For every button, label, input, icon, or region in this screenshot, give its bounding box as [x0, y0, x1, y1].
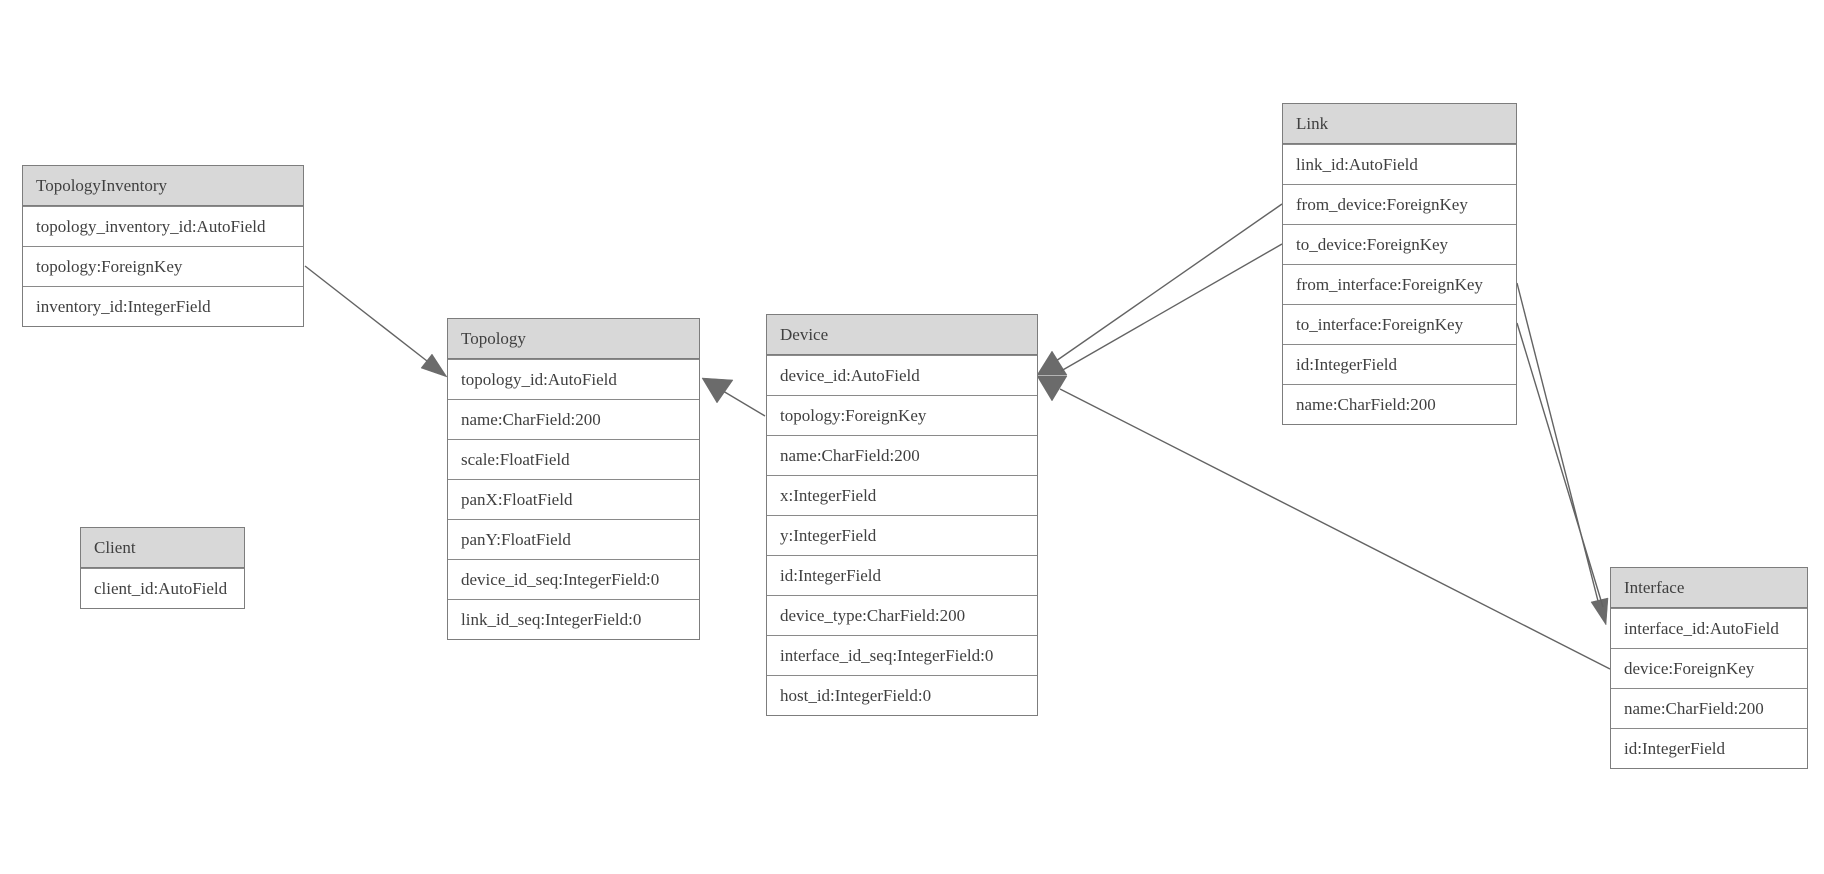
- relation-line-link-to_device: [1060, 243, 1283, 372]
- entity-field-topology_inventory_id: topology_inventory_id:AutoField: [23, 206, 303, 246]
- arrowhead-icon: [420, 353, 448, 378]
- arrowhead-icon: [701, 377, 734, 404]
- entity-field-name: name:CharField:200: [1611, 688, 1807, 728]
- relation-line-link-to_interface: [1516, 322, 1604, 608]
- entity-field-device_id: device_id:AutoField: [767, 355, 1037, 395]
- entity-field-device_type: device_type:CharField:200: [767, 595, 1037, 635]
- entity-table-client[interactable]: Client client_id:AutoField: [80, 527, 245, 609]
- entity-table-title: Topology: [448, 319, 699, 359]
- entity-field-from_device: from_device:ForeignKey: [1283, 184, 1516, 224]
- relation-line-device-topology: [722, 390, 766, 417]
- entity-field-id: id:IntegerField: [1611, 728, 1807, 768]
- entity-field-to_device: to_device:ForeignKey: [1283, 224, 1516, 264]
- relation-line-interface-device: [1059, 388, 1611, 670]
- entity-field-id: id:IntegerField: [767, 555, 1037, 595]
- entity-field-from_interface: from_interface:ForeignKey: [1283, 264, 1516, 304]
- entity-field-name: name:CharField:200: [1283, 384, 1516, 424]
- arrowhead-icon: [1036, 375, 1068, 402]
- entity-field-client_id: client_id:AutoField: [81, 568, 244, 608]
- entity-field-interface_id: interface_id:AutoField: [1611, 608, 1807, 648]
- entity-table-title: Device: [767, 315, 1037, 355]
- entity-table-title: Interface: [1611, 568, 1807, 608]
- entity-field-link_id_seq: link_id_seq:IntegerField:0: [448, 599, 699, 639]
- entity-table-topologyinventory[interactable]: TopologyInventory topology_inventory_id:…: [22, 165, 304, 327]
- entity-field-inventory_id: inventory_id:IntegerField: [23, 286, 303, 326]
- arrowhead-icon: [1036, 350, 1068, 376]
- relation-line-link-from_device: [1055, 203, 1283, 362]
- entity-field-scale: scale:FloatField: [448, 439, 699, 479]
- entity-field-panY: panY:FloatField: [448, 519, 699, 559]
- entity-field-id: id:IntegerField: [1283, 344, 1516, 384]
- entity-field-interface_id_seq: interface_id_seq:IntegerField:0: [767, 635, 1037, 675]
- entity-field-link_id: link_id:AutoField: [1283, 144, 1516, 184]
- relation-line-link-from_interface: [1516, 282, 1599, 602]
- entity-table-title: Client: [81, 528, 244, 568]
- entity-field-topology: topology:ForeignKey: [23, 246, 303, 286]
- entity-field-to_interface: to_interface:ForeignKey: [1283, 304, 1516, 344]
- entity-field-y: y:IntegerField: [767, 515, 1037, 555]
- entity-field-topology_id: topology_id:AutoField: [448, 359, 699, 399]
- entity-field-device: device:ForeignKey: [1611, 648, 1807, 688]
- arrowhead-icon: [1590, 597, 1609, 626]
- entity-field-name: name:CharField:200: [767, 435, 1037, 475]
- entity-field-host_id: host_id:IntegerField:0: [767, 675, 1037, 715]
- entity-field-topology: topology:ForeignKey: [767, 395, 1037, 435]
- entity-field-name: name:CharField:200: [448, 399, 699, 439]
- entity-field-panX: panX:FloatField: [448, 479, 699, 519]
- relation-line-topologyinventory-topology: [304, 265, 428, 362]
- entity-field-x: x:IntegerField: [767, 475, 1037, 515]
- entity-table-title: TopologyInventory: [23, 166, 303, 206]
- entity-field-device_id_seq: device_id_seq:IntegerField:0: [448, 559, 699, 599]
- entity-table-title: Link: [1283, 104, 1516, 144]
